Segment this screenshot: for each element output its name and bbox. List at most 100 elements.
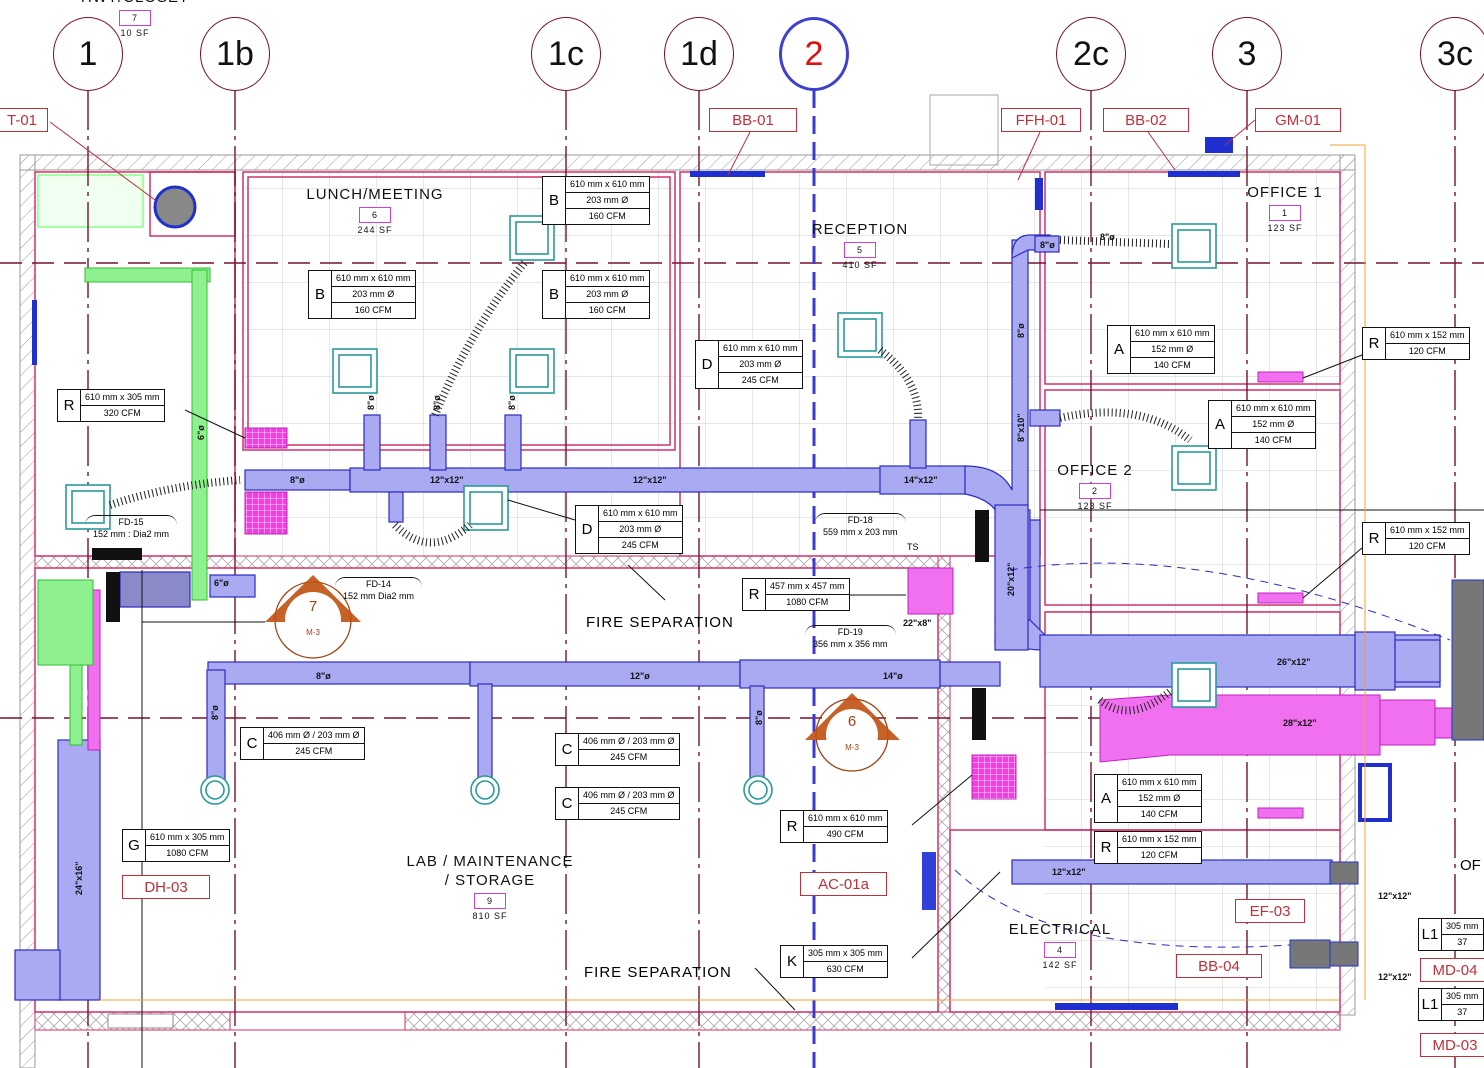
terminal-type: C	[241, 728, 264, 759]
duct-size-label: 14"x12"	[904, 475, 938, 485]
duct-size-label: 8"ø	[754, 710, 764, 725]
partial-room-label: OF	[1460, 857, 1481, 874]
equipment-tag-bb-04[interactable]: BB-04	[1176, 954, 1262, 978]
equipment-tag-md-04[interactable]: MD-04	[1420, 958, 1484, 982]
section-marker-graphics	[265, 575, 900, 772]
water-heater-icon	[153, 185, 197, 229]
terminal-type: R	[1363, 328, 1386, 359]
walls	[19, 94, 1356, 1068]
duct-size-label: 6"ø	[196, 425, 206, 440]
room-name: OFFICE 2	[1057, 462, 1133, 479]
terminal-type: L1	[1419, 989, 1442, 1020]
room-name: RECEPTION	[811, 221, 909, 238]
grid-bubble-1[interactable]: 1	[53, 17, 123, 91]
grid-bubble-3c[interactable]: 3c	[1420, 17, 1484, 91]
flex-ducts	[108, 236, 1193, 715]
terminal-type: C	[556, 734, 579, 765]
grid-bubble-2[interactable]: 2	[779, 17, 849, 91]
equipment-tag-gm-01[interactable]: GM-01	[1255, 108, 1341, 132]
equipment-tag-bb-01[interactable]: BB-01	[709, 108, 797, 132]
terminal-type: R	[58, 390, 81, 421]
fire-damper-size: 356 mm x 356 mm	[813, 639, 888, 649]
equipment-tag-md-03[interactable]: MD-03	[1420, 1033, 1484, 1057]
terminal-spec-line: 610 mm x 305 mm	[150, 832, 225, 842]
equipment-tag-ac-01a[interactable]: AC-01a	[800, 872, 887, 896]
terminal-spec-line: 610 mm x 152 mm	[1390, 525, 1465, 535]
duct-size-label: 6"ø	[214, 578, 229, 588]
terminal-type: D	[696, 341, 719, 388]
duct-size-label: 8"ø	[316, 671, 331, 681]
equipment-tag-ffh-01[interactable]: FFH-01	[1001, 108, 1081, 132]
equipment-tag-dh-03[interactable]: DH-03	[122, 875, 210, 899]
section-sheet: M-3	[845, 743, 859, 752]
equipment-tag-bb-02[interactable]: BB-02	[1103, 108, 1189, 132]
room-name: LUNCH/MEETING	[306, 186, 444, 203]
terminal-type: A	[1108, 326, 1131, 373]
terminal-spec-line: 245 CFM	[579, 749, 679, 765]
duct-size-label: 28"x12"	[1283, 718, 1317, 728]
fire-damper-id: FD-19	[837, 627, 863, 637]
duct-size-label: 12"x12"	[1052, 867, 1086, 877]
air-diffusers	[65, 215, 1217, 805]
equipment-tag-t-01[interactable]: T-01	[0, 108, 48, 132]
terminal-type: L1	[1419, 919, 1442, 950]
room-area: 244 SF	[357, 225, 393, 235]
equipment-tag-ef-03[interactable]: EF-03	[1235, 899, 1305, 923]
grid-bubble-1d[interactable]: 1d	[664, 17, 734, 91]
room-area: 10 SF	[120, 28, 150, 38]
terminal-spec-line: 1080 CFM	[766, 594, 849, 610]
grid-bubble-3[interactable]: 3	[1212, 17, 1282, 91]
grid-bubble-1c[interactable]: 1c	[531, 17, 601, 91]
duct-size-label: 12"x12"	[1378, 891, 1412, 901]
terminal-spec-line: 305 mm	[1446, 921, 1479, 931]
grid-bubble-2c[interactable]: 2c	[1056, 17, 1126, 91]
terminal-spec-line: 610 mm x 610 mm	[336, 273, 411, 283]
duct-size-label: 12"ø	[630, 671, 650, 681]
duct-size-label: 8"ø	[507, 395, 517, 410]
grid-bubble-1b[interactable]: 1b	[200, 17, 270, 91]
terminal-spec-line: 610 mm x 152 mm	[1390, 330, 1465, 340]
room-name: OFFICE 1	[1247, 184, 1323, 201]
duct-size-label: 14"ø	[883, 671, 903, 681]
leader-lines	[49, 119, 1484, 1068]
fire-damper-tag[interactable]: FD-19 356 mm x 356 mm	[805, 625, 896, 650]
terminal-type: B	[543, 271, 566, 318]
duct-size-label: 8"ø	[366, 395, 376, 410]
supply-ductwork	[14, 234, 1441, 1001]
terminal-spec-line: 610 mm x 610 mm	[1122, 777, 1197, 787]
